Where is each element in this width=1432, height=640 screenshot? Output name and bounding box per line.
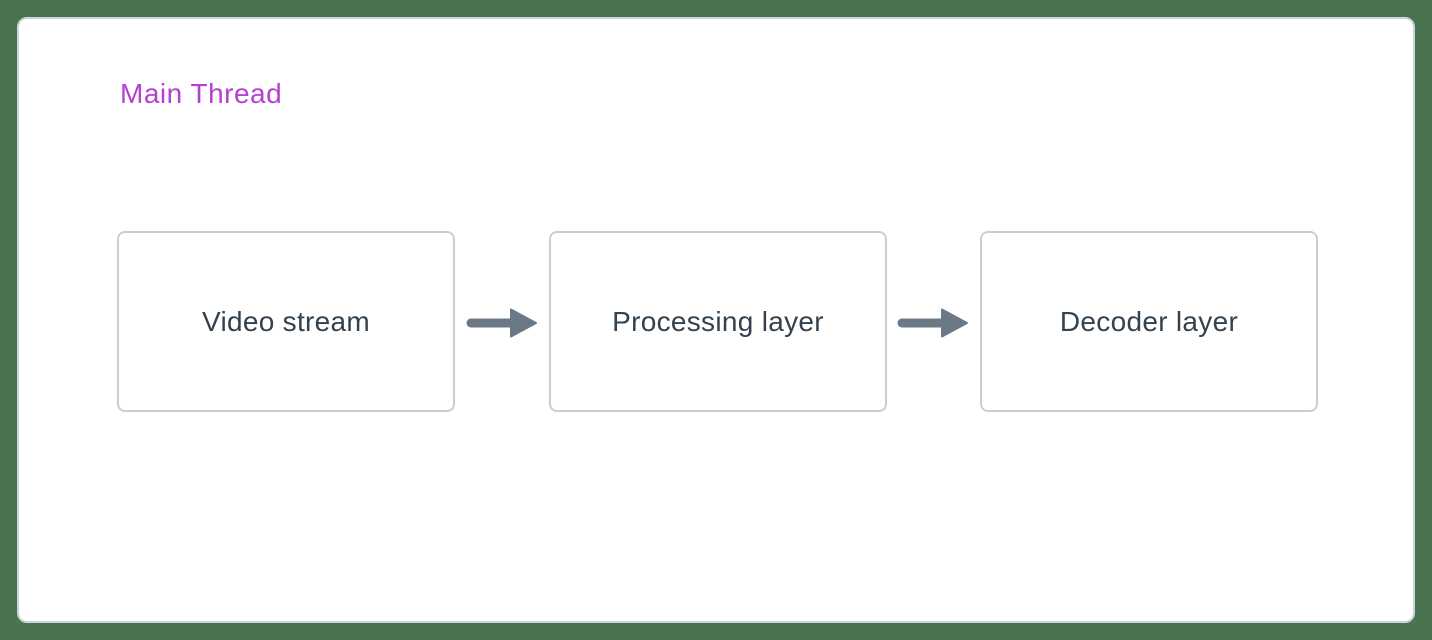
right-arrow-icon	[466, 308, 537, 338]
node-label: Processing layer	[612, 305, 824, 337]
diagram-panel: Main Thread Video stream Processing laye…	[17, 17, 1415, 623]
node-label: Decoder layer	[1059, 305, 1239, 337]
flow-arrow-icon	[896, 303, 970, 343]
diagram-title: Main Thread	[120, 78, 283, 109]
node-processing-layer: Processing layer	[549, 231, 887, 412]
node-video-stream: Video stream	[117, 231, 455, 412]
node-label: Video stream	[201, 305, 371, 337]
right-arrow-icon	[897, 308, 968, 338]
node-decoder-layer: Decoder layer	[980, 231, 1318, 412]
flow-arrow-icon	[465, 303, 539, 343]
